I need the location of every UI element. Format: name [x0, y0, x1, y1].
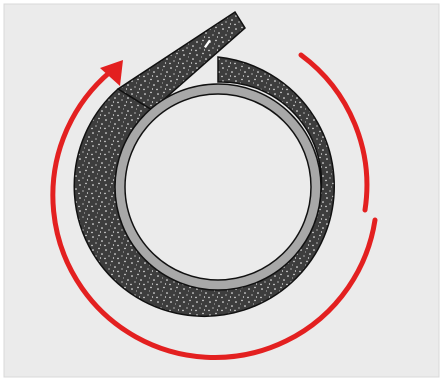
wrap-direction-arrow — [50, 52, 378, 360]
arrow-arc-right — [298, 52, 370, 213]
arrow-arc-main — [50, 69, 378, 360]
pipe-interior — [124, 93, 312, 281]
wrap-label-mark: I — [201, 37, 213, 51]
pipe — [114, 83, 322, 291]
arrowhead-icon — [100, 60, 123, 86]
